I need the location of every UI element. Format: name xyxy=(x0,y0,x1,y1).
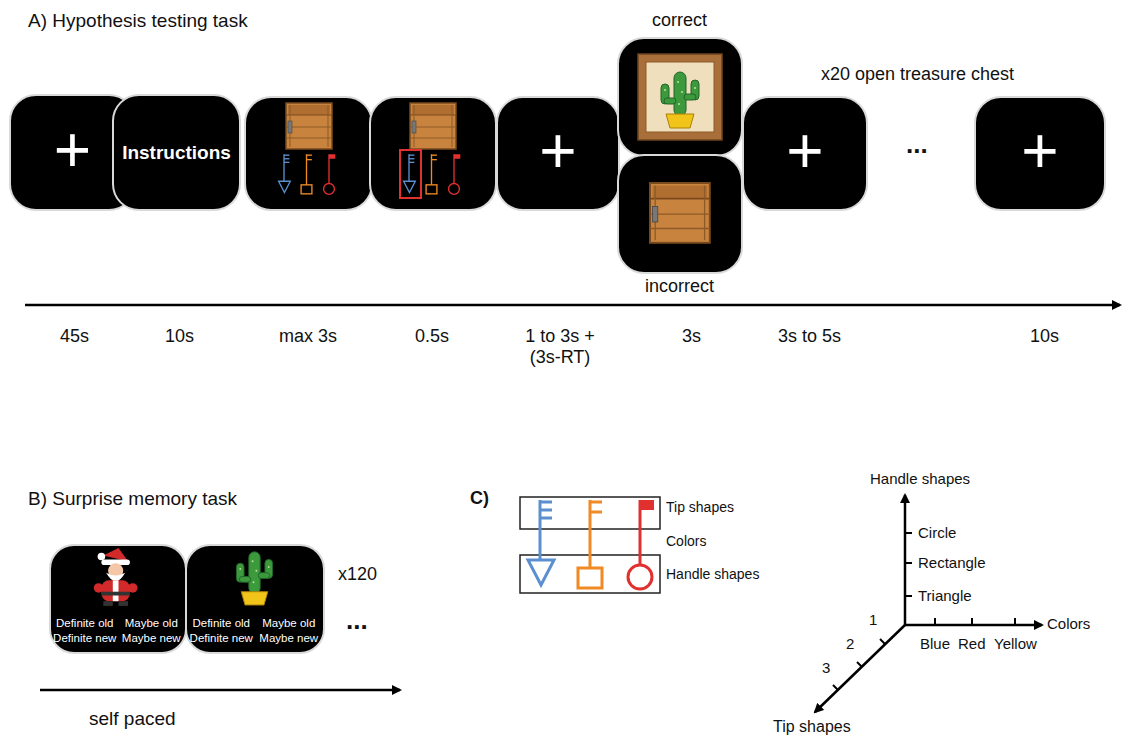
screen: + xyxy=(497,97,619,210)
fixation-cross: + xyxy=(786,119,823,183)
axis-label: Tip shapes xyxy=(666,499,734,515)
axis-label: Circle xyxy=(918,524,956,541)
timing-label: ... xyxy=(906,130,928,160)
memory-screens xyxy=(50,545,324,653)
response-option: Maybe old xyxy=(120,617,184,631)
memory-screen: Definite oldMaybe oldDefinite newMaybe n… xyxy=(186,545,324,653)
response-option: Maybe new xyxy=(257,632,322,646)
axis-label: 1 xyxy=(869,611,877,628)
screen: + xyxy=(975,97,1105,210)
chest-keys xyxy=(279,103,461,198)
timeline-arrow xyxy=(40,689,400,692)
response-option: Definite new xyxy=(53,632,117,646)
timing-label: 3s xyxy=(682,326,701,347)
screen: + xyxy=(743,97,867,210)
axis-label: Tip shapes xyxy=(773,718,851,736)
axis-label: 2 xyxy=(846,635,854,652)
timing-label: A) Hypothesis testing task xyxy=(28,10,248,32)
response-option: Definite new xyxy=(189,632,254,646)
response-option: Definite old xyxy=(189,617,254,631)
timing-label: B) Surprise memory task xyxy=(28,488,237,510)
timeline-arrow xyxy=(25,304,1120,307)
axis-label: Red xyxy=(958,635,986,652)
axis-label: Colors xyxy=(666,533,706,549)
timing-label: 3s to 5s xyxy=(778,326,841,347)
closed-chest xyxy=(650,183,710,243)
response-options: Definite oldMaybe oldDefinite newMaybe n… xyxy=(189,617,321,646)
timing-label: 1 to 3s + (3s-RT) xyxy=(510,326,610,367)
axis-label: Yellow xyxy=(994,635,1037,652)
timing-label: 10s xyxy=(165,326,194,347)
response-option: Maybe old xyxy=(257,617,322,631)
timing-label: incorrect xyxy=(645,276,714,297)
memory-screen: Definite oldMaybe oldDefinite newMaybe n… xyxy=(50,545,186,653)
instruction-text: Instructions xyxy=(122,142,231,164)
axis-label: Colors xyxy=(1047,615,1090,632)
screens xyxy=(10,38,1105,273)
screen: Instructions xyxy=(113,95,240,210)
open-chest xyxy=(638,54,722,140)
fixation-cross: + xyxy=(1021,119,1058,183)
timing-label: 10s xyxy=(1030,326,1059,347)
axis-label: Blue xyxy=(920,635,950,652)
feature-axes xyxy=(815,495,1042,712)
timing-label: correct xyxy=(652,10,707,31)
timing-label: max 3s xyxy=(279,326,337,347)
response-options: Definite oldMaybe oldDefinite newMaybe n… xyxy=(53,617,183,646)
response-option: Definite old xyxy=(53,617,117,631)
axis-label: Handle shapes xyxy=(666,566,759,582)
timing-label: 0.5s xyxy=(415,326,449,347)
response-option: Maybe new xyxy=(120,632,184,646)
timing-label: self paced xyxy=(89,708,176,730)
axis-label: 3 xyxy=(822,659,830,676)
fixation-cross: + xyxy=(539,119,576,183)
axis-label: Handle shapes xyxy=(870,470,970,487)
timing-label: 45s xyxy=(60,326,89,347)
timing-label: x120 xyxy=(338,564,377,585)
timing-label: ... xyxy=(346,606,368,636)
key-features xyxy=(520,497,660,593)
fixation-cross: + xyxy=(54,118,91,182)
screen: + xyxy=(10,95,135,210)
timing-label: x20 open treasure chest xyxy=(821,64,1014,85)
axis-label: Triangle xyxy=(918,587,972,604)
axis-label: Rectangle xyxy=(918,554,986,571)
axis-label: C) xyxy=(470,488,489,509)
